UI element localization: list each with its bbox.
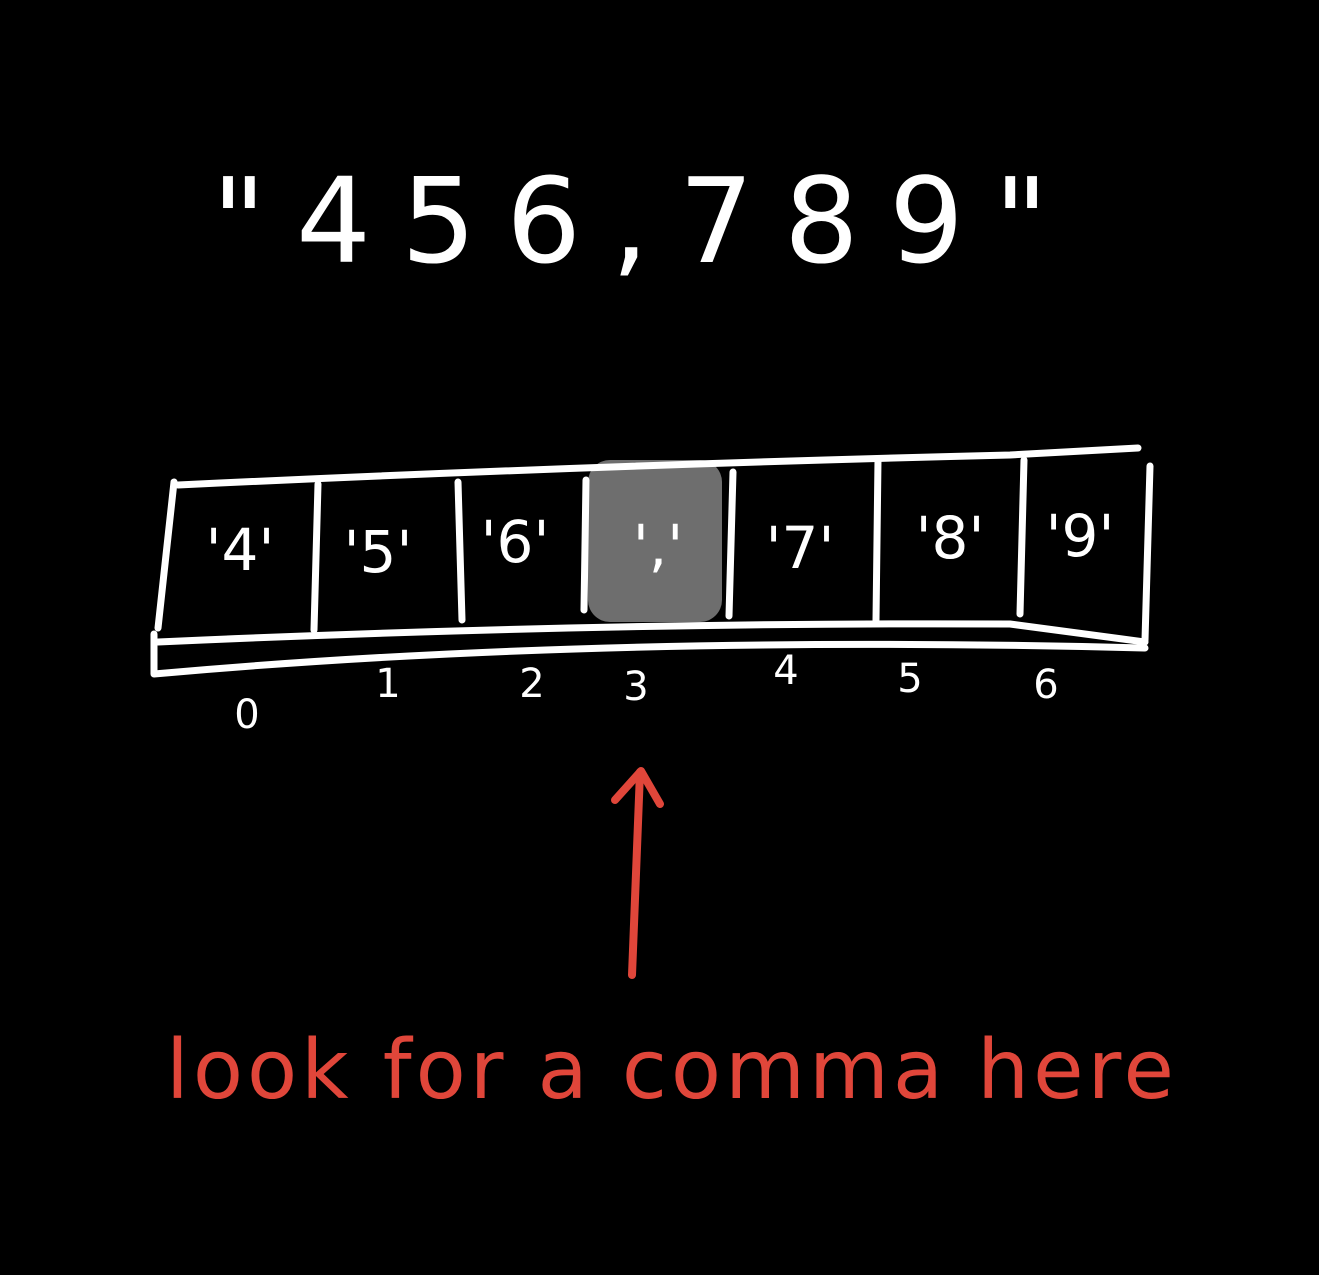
annotation-text: look for a comma here [166,1023,1178,1118]
cell-char: '5' [344,518,413,586]
cell-char: '7' [766,514,835,582]
index-label: 4 [773,648,798,694]
index-label: 0 [234,692,259,738]
array-top-border [174,444,1142,489]
index-label: 3 [623,664,648,710]
cell-divider-5 [872,456,882,624]
cell-char: '9' [1046,502,1115,570]
up-arrow-icon [611,767,664,979]
index-labels: 0 1 2 3 4 5 6 [234,648,1058,738]
index-label: 6 [1033,662,1058,708]
array-bottom-border [154,620,1149,646]
index-label: 1 [375,661,400,707]
cell-char: '4' [206,516,275,584]
arrow-head [611,767,664,808]
array-cells: '4' '5' '6' ',' '7' '8' '9' [206,502,1115,586]
index-label: 5 [897,656,922,702]
cell-divider-1 [310,480,322,634]
cell-divider-2 [454,478,466,624]
array-right-border [1141,462,1154,644]
array-base-line [150,630,1149,678]
cell-divider-6 [1016,456,1028,618]
cell-char: '8' [916,504,985,572]
cell-divider-4 [725,468,737,620]
string-literal: "456,789" [212,152,1079,290]
array-left-border [154,478,178,632]
array-box [150,444,1154,678]
cell-divider-3 [580,476,590,614]
cell-char: ',' [633,512,683,580]
comma-cell-highlight [588,460,722,622]
cell-char: '6' [481,508,550,576]
index-label: 2 [519,661,544,707]
arrow-shaft [628,768,644,979]
